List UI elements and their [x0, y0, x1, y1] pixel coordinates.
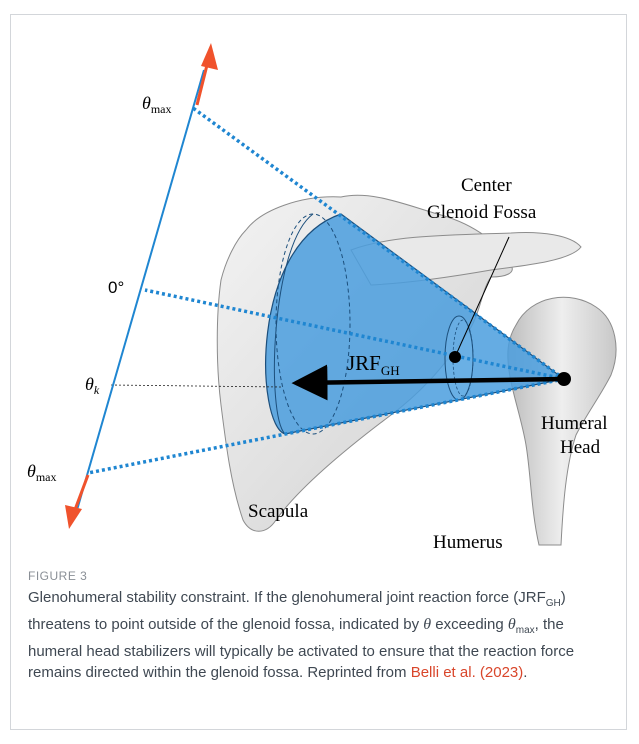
label-zero-deg: 0°: [108, 278, 124, 297]
figure-caption: FIGURE 3 Glenohumeral stability constrai…: [28, 569, 618, 683]
caption-text: Glenohumeral stability constraint. If th…: [28, 587, 618, 683]
label-center-line1: Center: [461, 175, 512, 196]
label-humeral-line2: Head: [560, 437, 601, 458]
label-center-line2: Glenoid Fossa: [427, 202, 537, 223]
glenohumeral-figure: θmax 0° θk θmax Center Glenoid Fossa JRF…: [11, 15, 628, 575]
label-humerus: Humerus: [433, 532, 503, 553]
arrow-up: [197, 43, 218, 105]
figure-label: FIGURE 3: [28, 569, 618, 583]
humeral-head-point: [557, 372, 571, 386]
label-theta-max-top: θmax: [142, 93, 172, 116]
label-theta-max-bottom: θmax: [27, 461, 57, 484]
angle-axis-line: [77, 70, 204, 510]
arrow-down: [65, 475, 88, 529]
label-scapula: Scapula: [248, 501, 309, 522]
figure-card: θmax 0° θk θmax Center Glenoid Fossa JRF…: [10, 14, 627, 730]
label-humeral-line1: Humeral: [541, 413, 607, 434]
label-theta-k: θk: [85, 374, 100, 397]
citation-link[interactable]: Belli et al. (2023): [411, 664, 524, 681]
